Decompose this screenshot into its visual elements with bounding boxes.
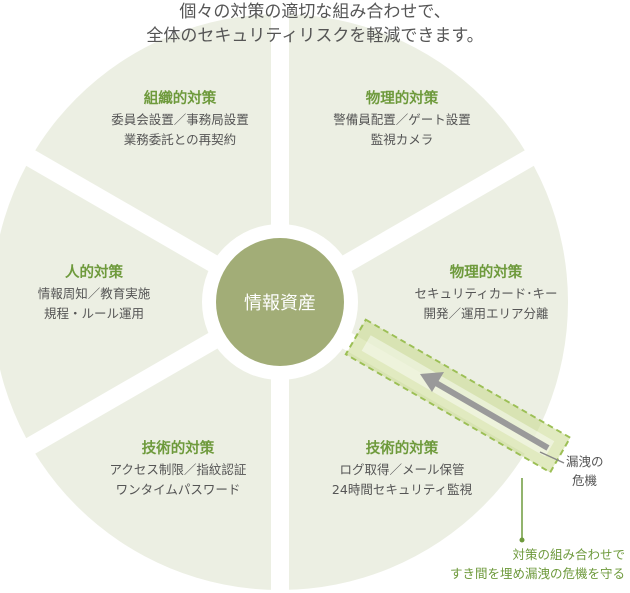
leak-label-line-1: 漏洩の [566, 454, 604, 469]
leak-arrow-shaft [434, 380, 550, 451]
segment-line: 開発／運用エリア分離 [423, 306, 549, 321]
caption-line-1: 個々の対策の適切な組み合わせで、 [179, 2, 451, 22]
leak-arrow-head [420, 372, 444, 392]
segment-line: 業務委託との再契約 [123, 132, 237, 147]
segment-title: 物理的対策 [449, 265, 523, 281]
segment-line: 警備員配置／ゲート設置 [333, 112, 471, 127]
segment-title: 人的対策 [65, 265, 123, 281]
segment-line: セキュリティカード･キー [414, 286, 558, 301]
segment-line: 情報周知／教育実施 [37, 286, 151, 301]
segment-human: 人的対策 情報周知／教育実施 規程・ルール運用 [0, 262, 214, 324]
segment-title: 組織的対策 [143, 91, 217, 107]
segment-line: ログ取得／メール保管 [339, 462, 465, 477]
segment-title: 技術的対策 [365, 441, 439, 457]
segment-line: アクセス制限／指紋認証 [109, 462, 247, 477]
segment-organizational: 組織的対策 委員会設置／事務局設置 業務委託との再契約 [60, 88, 300, 150]
core-information-assets: 情報資産 [216, 238, 344, 366]
segment-line: 24時間セキュリティ監視 [331, 482, 473, 497]
callout-leader-dot [519, 537, 525, 543]
segment-title: 技術的対策 [141, 441, 215, 457]
segment-physical-top: 物理的対策 警備員配置／ゲート設置 監視カメラ [282, 88, 522, 150]
callout-line-1: 対策の組み合わせで [512, 547, 625, 562]
segment-line: 規程・ルール運用 [43, 306, 144, 321]
caption-line-2: 全体のセキュリティリスクを軽減できます。 [146, 26, 484, 46]
callout-line-2: すき間を埋め漏洩の危機を守る [449, 566, 625, 581]
leak-label-leader [539, 451, 565, 464]
leak-label-line-2: 危機 [572, 473, 598, 488]
segment-title: 物理的対策 [365, 91, 439, 107]
segment-line: 委員会設置／事務局設置 [111, 112, 249, 127]
segment-technical-right: 技術的対策 ログ取得／メール保管 24時間セキュリティ監視 [282, 438, 522, 500]
segment-line: ワンタイムパスワード [115, 482, 241, 497]
segment-physical-right: 物理的対策 セキュリティカード･キー 開発／運用エリア分離 [366, 262, 606, 324]
segment-technical-left: 技術的対策 アクセス制限／指紋認証 ワンタイムパスワード [58, 438, 298, 500]
segment-line: 監視カメラ [370, 132, 434, 147]
